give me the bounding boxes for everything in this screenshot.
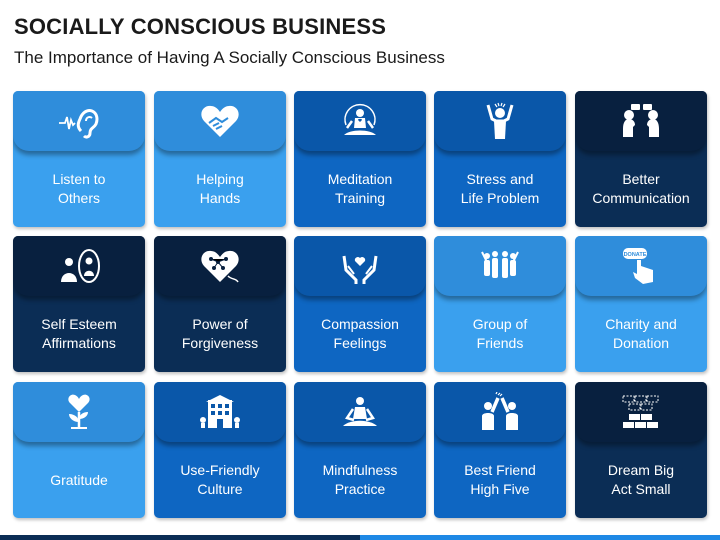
ear-listening-icon	[57, 101, 101, 141]
card-high-five: Best Friend High Five	[434, 382, 566, 518]
card-label: Meditation Training	[327, 171, 393, 206]
card-header	[575, 382, 707, 442]
card-label: Compassion Feelings	[321, 316, 399, 351]
card-label: Stress and Life Problem	[460, 171, 540, 206]
card-conversation: Better Communication	[575, 91, 707, 227]
card-heart-handshake: Helping Hands	[154, 91, 286, 227]
card-heart-flower: Gratitude	[13, 382, 145, 518]
card-donate-button: DONATE Charity and Donation	[575, 236, 707, 372]
card-ear-listening: Listen to Others	[13, 91, 145, 227]
card-label: Self Esteem Affirmations	[41, 316, 117, 351]
card-label: Use-Friendly Culture	[180, 462, 260, 497]
card-label: Listen to Others	[52, 171, 106, 206]
office-building-icon	[198, 392, 242, 432]
card-label: Mindfulness Practice	[322, 462, 398, 497]
card-label: Dream Big Act Small	[607, 462, 675, 497]
card-header	[154, 91, 286, 151]
conversation-icon	[619, 101, 663, 141]
card-meditation: Meditation Training	[294, 91, 426, 227]
card-group: Group of Friends	[434, 236, 566, 372]
card-mindfulness: Mindfulness Practice	[294, 382, 426, 518]
footer-bar	[0, 535, 720, 540]
card-header	[294, 236, 426, 296]
card-header	[575, 91, 707, 151]
page-subtitle: The Importance of Having A Socially Cons…	[14, 48, 445, 67]
card-label: Gratitude	[50, 471, 108, 488]
card-header	[294, 91, 426, 151]
card-label: Charity and Donation	[605, 316, 677, 351]
heart-handshake-icon	[198, 101, 242, 141]
card-hands-heart: Compassion Feelings	[294, 236, 426, 372]
card-label: Group of Friends	[472, 316, 528, 351]
card-header	[434, 382, 566, 442]
card-heart-network: Power of Forgiveness	[154, 236, 286, 372]
group-icon	[478, 246, 522, 286]
card-office-building: Use-Friendly Culture	[154, 382, 286, 518]
bricks-icon	[619, 392, 663, 432]
card-header	[13, 236, 145, 296]
hands-heart-icon	[338, 246, 382, 286]
footer-bar-accent	[360, 535, 720, 540]
card-label: Better Communication	[592, 171, 690, 206]
card-self-reflection: Self Esteem Affirmations	[13, 236, 145, 372]
card-header	[434, 236, 566, 296]
heart-flower-icon	[57, 392, 101, 432]
card-bricks: Dream Big Act Small	[575, 382, 707, 518]
self-reflection-icon	[57, 246, 101, 286]
mindfulness-icon	[338, 392, 382, 432]
card-header: DONATE	[575, 236, 707, 296]
donate-button-icon: DONATE	[619, 246, 663, 286]
card-label: Helping Hands	[196, 171, 244, 206]
card-header	[154, 236, 286, 296]
page-title: SOCIALLY CONSCIOUS BUSINESS	[14, 14, 387, 39]
svg-text:DONATE: DONATE	[624, 252, 647, 258]
meditation-icon	[338, 101, 382, 141]
high-five-icon	[478, 391, 522, 432]
card-label: Best Friend High Five	[464, 462, 536, 497]
card-stressed-person: Stress and Life Problem	[434, 91, 566, 227]
card-header	[294, 382, 426, 442]
card-header	[13, 91, 145, 151]
card-header	[434, 91, 566, 151]
heart-network-icon	[198, 246, 242, 286]
card-label: Power of Forgiveness	[181, 316, 259, 351]
card-header	[13, 382, 145, 442]
stressed-person-icon	[478, 101, 522, 141]
card-header	[154, 382, 286, 442]
